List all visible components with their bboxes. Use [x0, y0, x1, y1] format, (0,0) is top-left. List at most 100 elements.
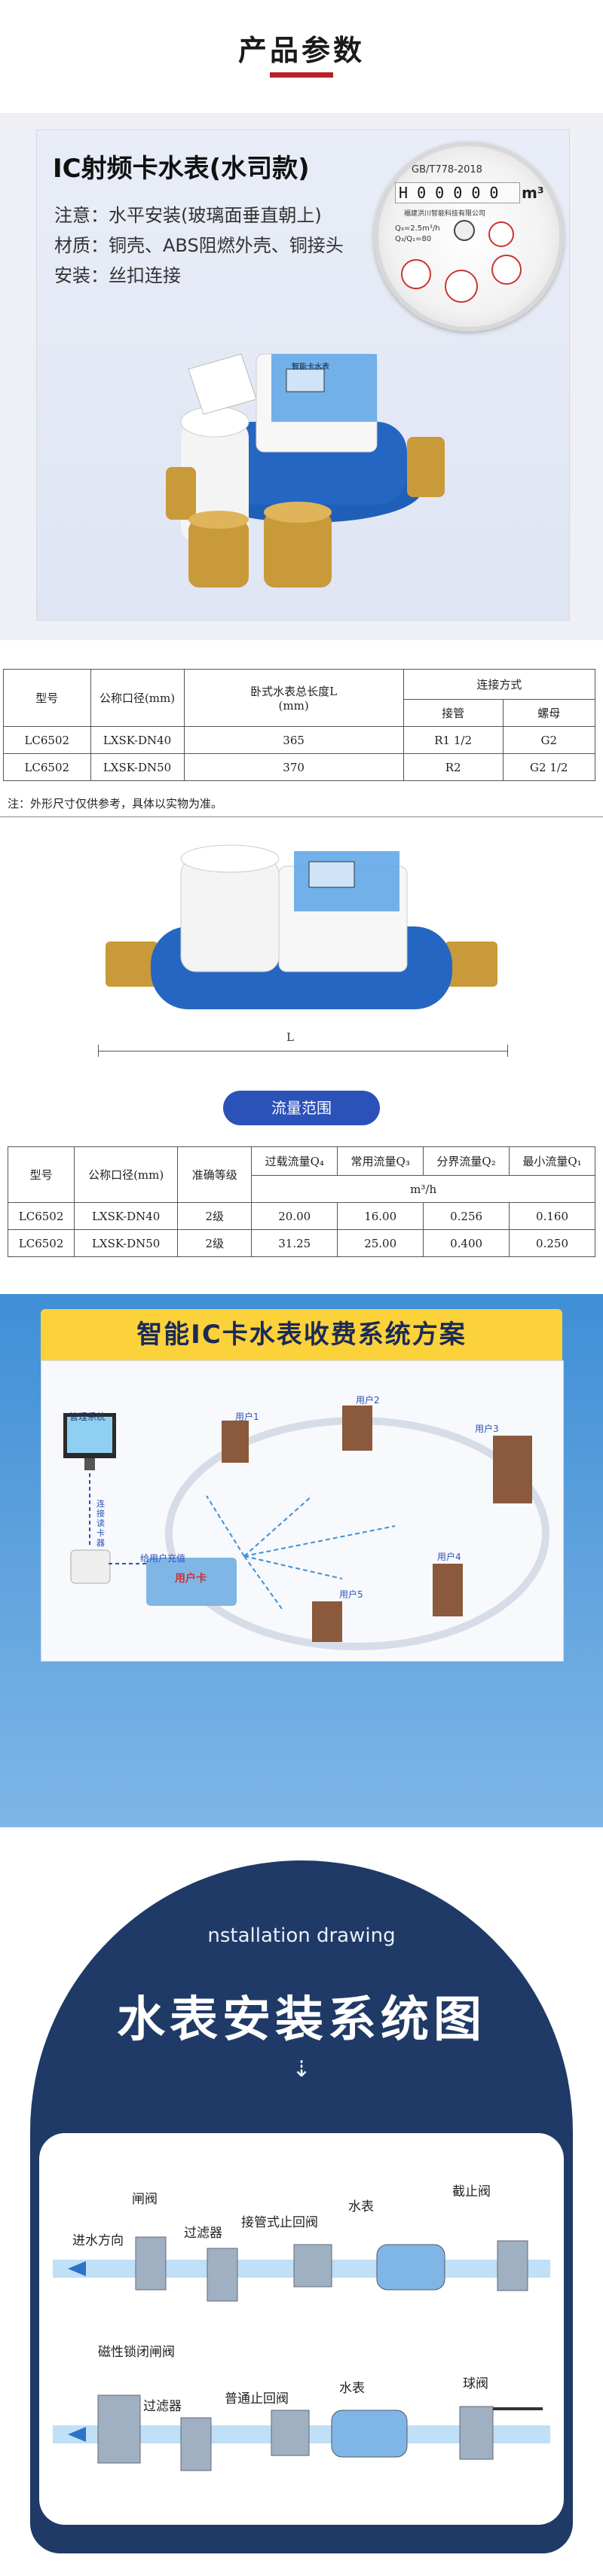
check-valve-label: 接管式止回阀 [241, 2215, 318, 2230]
th-grade: 准确等级 [177, 1146, 253, 1203]
divider [0, 816, 603, 817]
cell: LXSK-DN50 [90, 753, 185, 781]
meter-label: 水表 [339, 2381, 365, 2396]
dimension-tick [98, 1045, 99, 1057]
cell: 365 [183, 726, 404, 754]
dial-maker: 福建洪川智能科技有限公司 [404, 210, 486, 218]
th-caliber: 公称口径(mm) [90, 669, 185, 727]
spec-install: 安装：丝扣连接 [54, 265, 181, 286]
th-length-unit: (mm) [278, 699, 309, 713]
dial-ratio: Q₃/Q₁=80 [395, 235, 432, 243]
dial-pointer-icon [445, 270, 478, 303]
user1-label: 用户1 [235, 1412, 259, 1422]
gate-valve-label: 闸阀 [132, 2192, 158, 2207]
cell: LC6502 [3, 753, 91, 781]
cell: 2级 [177, 1229, 253, 1257]
dial-pointer-icon [491, 255, 522, 285]
cell: 0.400 [423, 1229, 510, 1257]
system-diagram-panel [41, 1360, 564, 1662]
cell: G2 [502, 726, 596, 754]
cell: 16.00 [337, 1202, 424, 1230]
table-row: LC6502 LXSK-DN50 2级 31.25 25.00 0.400 0.… [7, 1229, 595, 1257]
table-row: LC6502 LXSK-DN50 370 R2 G2 1/2 [3, 753, 596, 781]
cell: G2 1/2 [502, 753, 596, 781]
dimension-tick [507, 1045, 508, 1057]
spec-material: 材质：铜壳、ABS阻燃外壳、铜接头 [54, 235, 344, 256]
stop-valve-label: 截止阀 [452, 2184, 491, 2199]
meter-dial-image: GB/T778-2018 H 0 0 0 0 0 m³ 福建洪川智能科技有限公司… [374, 142, 564, 331]
cell: R2 [403, 753, 504, 781]
cell: LC6502 [7, 1229, 75, 1257]
title-underline [270, 72, 333, 78]
ball-valve-label: 球阀 [463, 2376, 488, 2391]
dial-reading: H 0 0 0 0 0 [395, 182, 520, 203]
dimension-label: L [286, 1030, 294, 1044]
cell: 370 [183, 753, 404, 781]
filter-label: 过滤器 [143, 2399, 182, 2414]
cell: 31.25 [251, 1229, 338, 1257]
user2-label: 用户2 [356, 1395, 380, 1406]
install-en-title: nstallation drawing [207, 1924, 396, 1947]
cell: LXSK-DN50 [74, 1229, 179, 1257]
cell: LXSK-DN40 [90, 726, 185, 754]
install-diagram-1 [53, 2236, 550, 2302]
down-arrow-icon: ⇣ [292, 2056, 311, 2083]
recharge-label: 给用户充值 [140, 1553, 186, 1564]
dimension-note: 注：外形尺寸仅供参考，具体以实物为准。 [8, 797, 223, 810]
install-title: 水表安装系统图 [117, 1992, 486, 2048]
card-label: 用户卡 [175, 1573, 207, 1585]
cell: 0.256 [423, 1202, 510, 1230]
reader-label: 连接读卡器 [96, 1499, 105, 1548]
cell: 20.00 [251, 1202, 338, 1230]
table-row: LC6502 LXSK-DN40 2级 20.00 16.00 0.256 0.… [7, 1202, 595, 1230]
th-nut: 螺母 [502, 699, 596, 727]
th-unit: m³/h [251, 1175, 595, 1203]
cell: 25.00 [337, 1229, 424, 1257]
cell: 2级 [177, 1202, 253, 1230]
user3-label: 用户3 [475, 1424, 499, 1434]
meter-product-image [166, 353, 445, 542]
th-q1: 最小流量Q₁ [509, 1146, 595, 1176]
cell: LXSK-DN40 [74, 1202, 179, 1230]
dial-standard: GB/T778-2018 [412, 164, 482, 175]
th-q2: 分界流量Q₂ [423, 1146, 510, 1176]
brass-fittings-image [188, 502, 332, 588]
th-connect: 连接方式 [403, 669, 596, 700]
mgmt-label: 管理系统 [69, 1412, 106, 1422]
system-diagram [63, 1406, 549, 1650]
table-row: LC6502 LXSK-DN40 365 R1 1/2 G2 [3, 726, 596, 754]
meter-label: 水表 [348, 2199, 374, 2214]
th-caliber: 公称口径(mm) [74, 1146, 179, 1203]
dimension-table: 型号 公称口径(mm) 卧式水表总长度L (mm) 连接方式 接管 螺母 LC6… [3, 669, 596, 781]
dial-star-wheel-icon [454, 220, 475, 241]
th-model: 型号 [3, 669, 91, 727]
install-diagram-2 [53, 2394, 550, 2471]
th-length-label: 卧式水表总长度L [250, 685, 338, 698]
section-title: 产品参数 [237, 34, 365, 67]
user4-label: 用户4 [437, 1552, 461, 1562]
cell: 0.160 [509, 1202, 595, 1230]
dial-unit: m³ [522, 184, 544, 202]
filter-label: 过滤器 [184, 2226, 222, 2241]
system-title: 智能IC卡水表收费系统方案 [41, 1309, 562, 1360]
dial-pointer-icon [401, 259, 431, 289]
th-q3: 常用流量Q₃ [337, 1146, 424, 1176]
flow-range-pill: 流量范围 [223, 1091, 380, 1125]
lcd-panel-label: 智能卡水表 [292, 363, 329, 371]
cell: LC6502 [3, 726, 91, 754]
th-length: 卧式水表总长度L (mm) [183, 669, 404, 727]
magnetic-gate-valve-label: 磁性锁闭闸阀 [98, 2345, 175, 2360]
check-valve-label: 普通止回阀 [225, 2391, 289, 2407]
th-model: 型号 [7, 1146, 75, 1203]
flow-table: 型号 公称口径(mm) 准确等级 过载流量Q₄ 常用流量Q₃ 分界流量Q₂ 最小… [7, 1146, 595, 1257]
user5-label: 用户5 [339, 1589, 363, 1600]
cell: LC6502 [7, 1202, 75, 1230]
dial-q3: Q₃=2.5m³/h [395, 224, 440, 233]
dial-pointer-icon [488, 221, 514, 247]
cell: 0.250 [509, 1229, 595, 1257]
product-name: IC射频卡水表(水司款) [53, 154, 310, 184]
spec-note: 注意：水平安装(玻璃面垂直朝上) [54, 205, 322, 226]
meter-side-view-image [106, 844, 497, 1009]
inlet-direction-label: 进水方向 [72, 2233, 124, 2248]
th-q4: 过载流量Q₄ [251, 1146, 338, 1176]
